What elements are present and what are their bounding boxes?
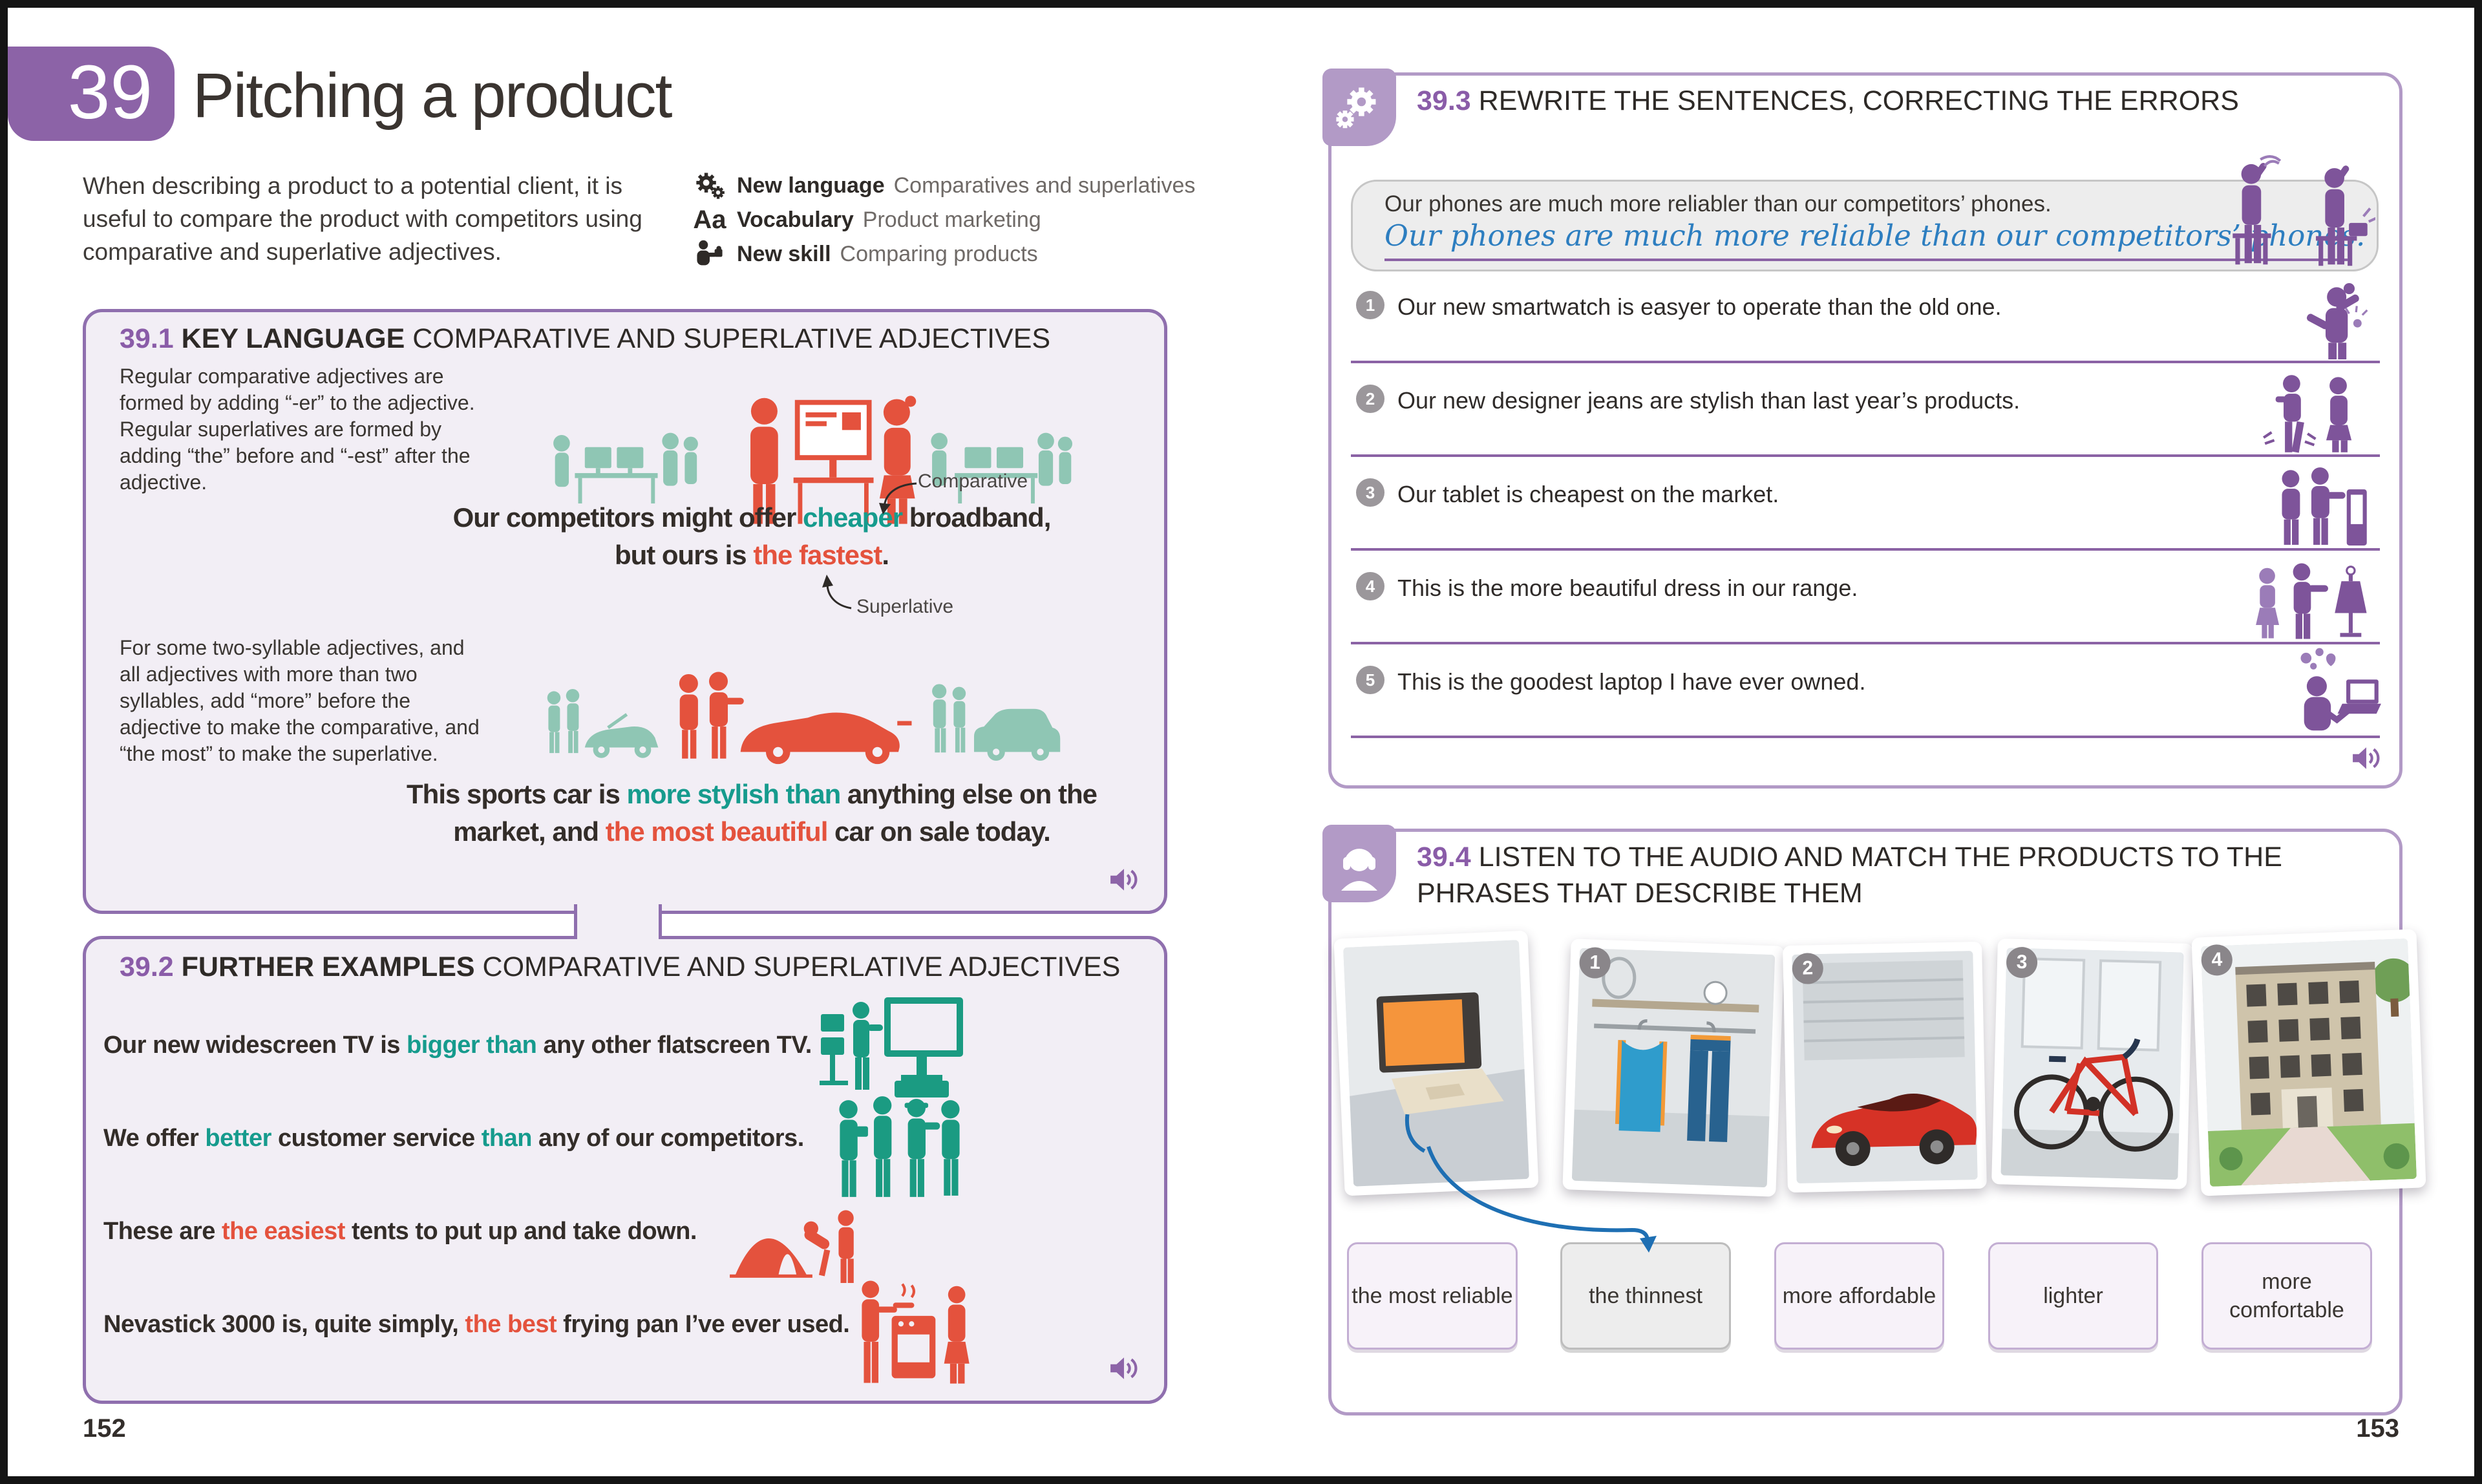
phrase-option-example[interactable]: the thinnest (1560, 1242, 1731, 1350)
apartment-building-photo (2200, 938, 2417, 1187)
lesson-number-badge: 39 (8, 47, 175, 141)
person-puzzle-icon (692, 240, 728, 268)
exercise-sentence: This is the more beautiful dress in our … (1397, 575, 1858, 601)
car-comparison-illustration (546, 666, 1076, 769)
lesson-intro: When describing a product to a potential… (83, 173, 642, 265)
widescreen-tv-illustration (820, 988, 968, 1104)
phrase-option[interactable]: lighter (1988, 1242, 2158, 1350)
match-arrow (1370, 1138, 1719, 1254)
item-number: 1 (1356, 291, 1384, 319)
phrase-option[interactable]: the most reliable (1347, 1242, 1518, 1350)
key-language-box (83, 309, 1167, 914)
summary-label: New language (737, 173, 885, 198)
frying-pan-illustration (852, 1276, 978, 1386)
exercise-sentence: Our new designer jeans are stylish than … (1397, 387, 2021, 414)
gears-icon (692, 171, 728, 200)
exercise-sentence: Our new smartwatch is easyer to operate … (1397, 293, 2002, 320)
page-number-left: 152 (83, 1414, 126, 1443)
superlative-arrow-icon (816, 572, 861, 611)
dress-illustration (2253, 561, 2379, 640)
item-number: 5 (1356, 666, 1384, 694)
audio-icon[interactable] (1109, 1355, 1140, 1382)
tablet-illustration (2272, 467, 2372, 546)
writing-exercise-tile (1322, 69, 1396, 146)
laptop-photo (1343, 940, 1529, 1187)
page-title: Pitching a product (193, 60, 672, 131)
customer-service-illustration (831, 1092, 970, 1203)
summary-vocabulary: Aa Vocabulary Product marketing (692, 204, 1041, 236)
section-392-header: 39.2 FURTHER EXAMPLES COMPARATIVE AND SU… (120, 951, 1121, 982)
example-sentence: We offer better customer service than an… (103, 1125, 804, 1152)
answer-line[interactable] (1351, 736, 2380, 738)
grammar-note-2: For some two-syllable adjectives, and al… (120, 636, 480, 765)
example-sentence: Our new widescreen TV is bigger than any… (103, 1032, 812, 1059)
item-number: 2 (1356, 385, 1384, 413)
designer-jeans-illustration (2261, 374, 2371, 454)
tent-illustration (729, 1192, 862, 1284)
answer-line[interactable] (1351, 361, 2380, 363)
example-sentence: These are the easiest tents to put up an… (103, 1218, 697, 1245)
section-394-header: 39.4 LISTEN TO THE AUDIO AND MATCH THE P… (1417, 842, 2282, 909)
phrase-option[interactable]: more affordable (1774, 1242, 1944, 1350)
photo-card-building[interactable]: 4 (2191, 929, 2426, 1196)
office-comparison-illustration (546, 383, 1076, 544)
photo-card-bicycle[interactable]: 3 (1991, 938, 2193, 1189)
section-393-header: 39.3 REWRITE THE SENTENCES, CORRECTING T… (1417, 85, 2239, 116)
summary-value: Comparing products (840, 241, 1038, 266)
audio-icon[interactable] (1109, 866, 1140, 893)
summary-value: Comparatives and superlatives (893, 173, 1196, 198)
photo-card-laptop[interactable] (1333, 930, 1539, 1196)
answer-line[interactable] (1351, 454, 2380, 457)
photo-card-sports-car[interactable]: 2 (1783, 941, 1987, 1193)
example-sentence: Nevastick 3000 is, quite simply, the bes… (103, 1311, 850, 1338)
superlative-annotation: Superlative (856, 596, 954, 617)
phone-complaint-illustration (2223, 155, 2375, 268)
item-number: 3 (1356, 478, 1384, 507)
summary-value: Product marketing (862, 207, 1041, 232)
example-corrected-sentence: Our phones are much more reliable than o… (1384, 218, 2366, 253)
example-answer-box (1351, 180, 2379, 271)
summary-new-skill: New skill Comparing products (692, 238, 1038, 270)
summary-label: New skill (737, 241, 831, 266)
phrase-option[interactable]: more comfortable (2201, 1242, 2372, 1350)
sports-car-photo (1792, 951, 1978, 1183)
section-391-header: 39.1 KEY LANGUAGE COMPARATIVE AND SUPERL… (120, 323, 1051, 354)
further-examples-box (83, 936, 1167, 1404)
sportswear-photo (1571, 948, 1776, 1188)
key-sentence-2: This sports car is more stylish than any… (407, 779, 1098, 847)
example-answer-line (1384, 259, 2348, 261)
laptop-love-illustration (2291, 646, 2382, 734)
page-number-right: 153 (2356, 1414, 2399, 1443)
comparative-annotation: Comparative (918, 471, 1028, 492)
smartwatch-illustration (2293, 283, 2377, 359)
summary-new-language: New language Comparatives and superlativ… (692, 169, 1195, 202)
listening-exercise-tile (1322, 825, 1396, 902)
key-sentence-1: Our competitors might offer cheaper broa… (452, 502, 1052, 570)
grammar-note-1: Regular comparative adjectives are forme… (120, 365, 475, 494)
example-wrong-sentence: Our phones are much more reliabler than … (1384, 191, 2052, 217)
summary-label: Vocabulary (737, 207, 854, 232)
comparative-arrow-icon (865, 480, 920, 517)
answer-line[interactable] (1351, 642, 2380, 644)
bicycle-photo (2000, 948, 2184, 1180)
gears-white-icon (1334, 81, 1384, 134)
exercise-sentence: This is the goodest laptop I have ever o… (1397, 668, 1866, 695)
photo-card-sportswear[interactable]: 1 (1562, 938, 1785, 1197)
headphones-icon (1335, 836, 1384, 891)
lesson-number: 39 (67, 50, 153, 135)
audio-icon[interactable] (2351, 745, 2382, 772)
exercise-sentence: Our tablet is cheapest on the market. (1397, 481, 1779, 507)
item-number: 4 (1356, 572, 1384, 600)
answer-line[interactable] (1351, 548, 2380, 551)
box-connector (574, 904, 662, 939)
aa-icon: Aa (693, 205, 727, 234)
